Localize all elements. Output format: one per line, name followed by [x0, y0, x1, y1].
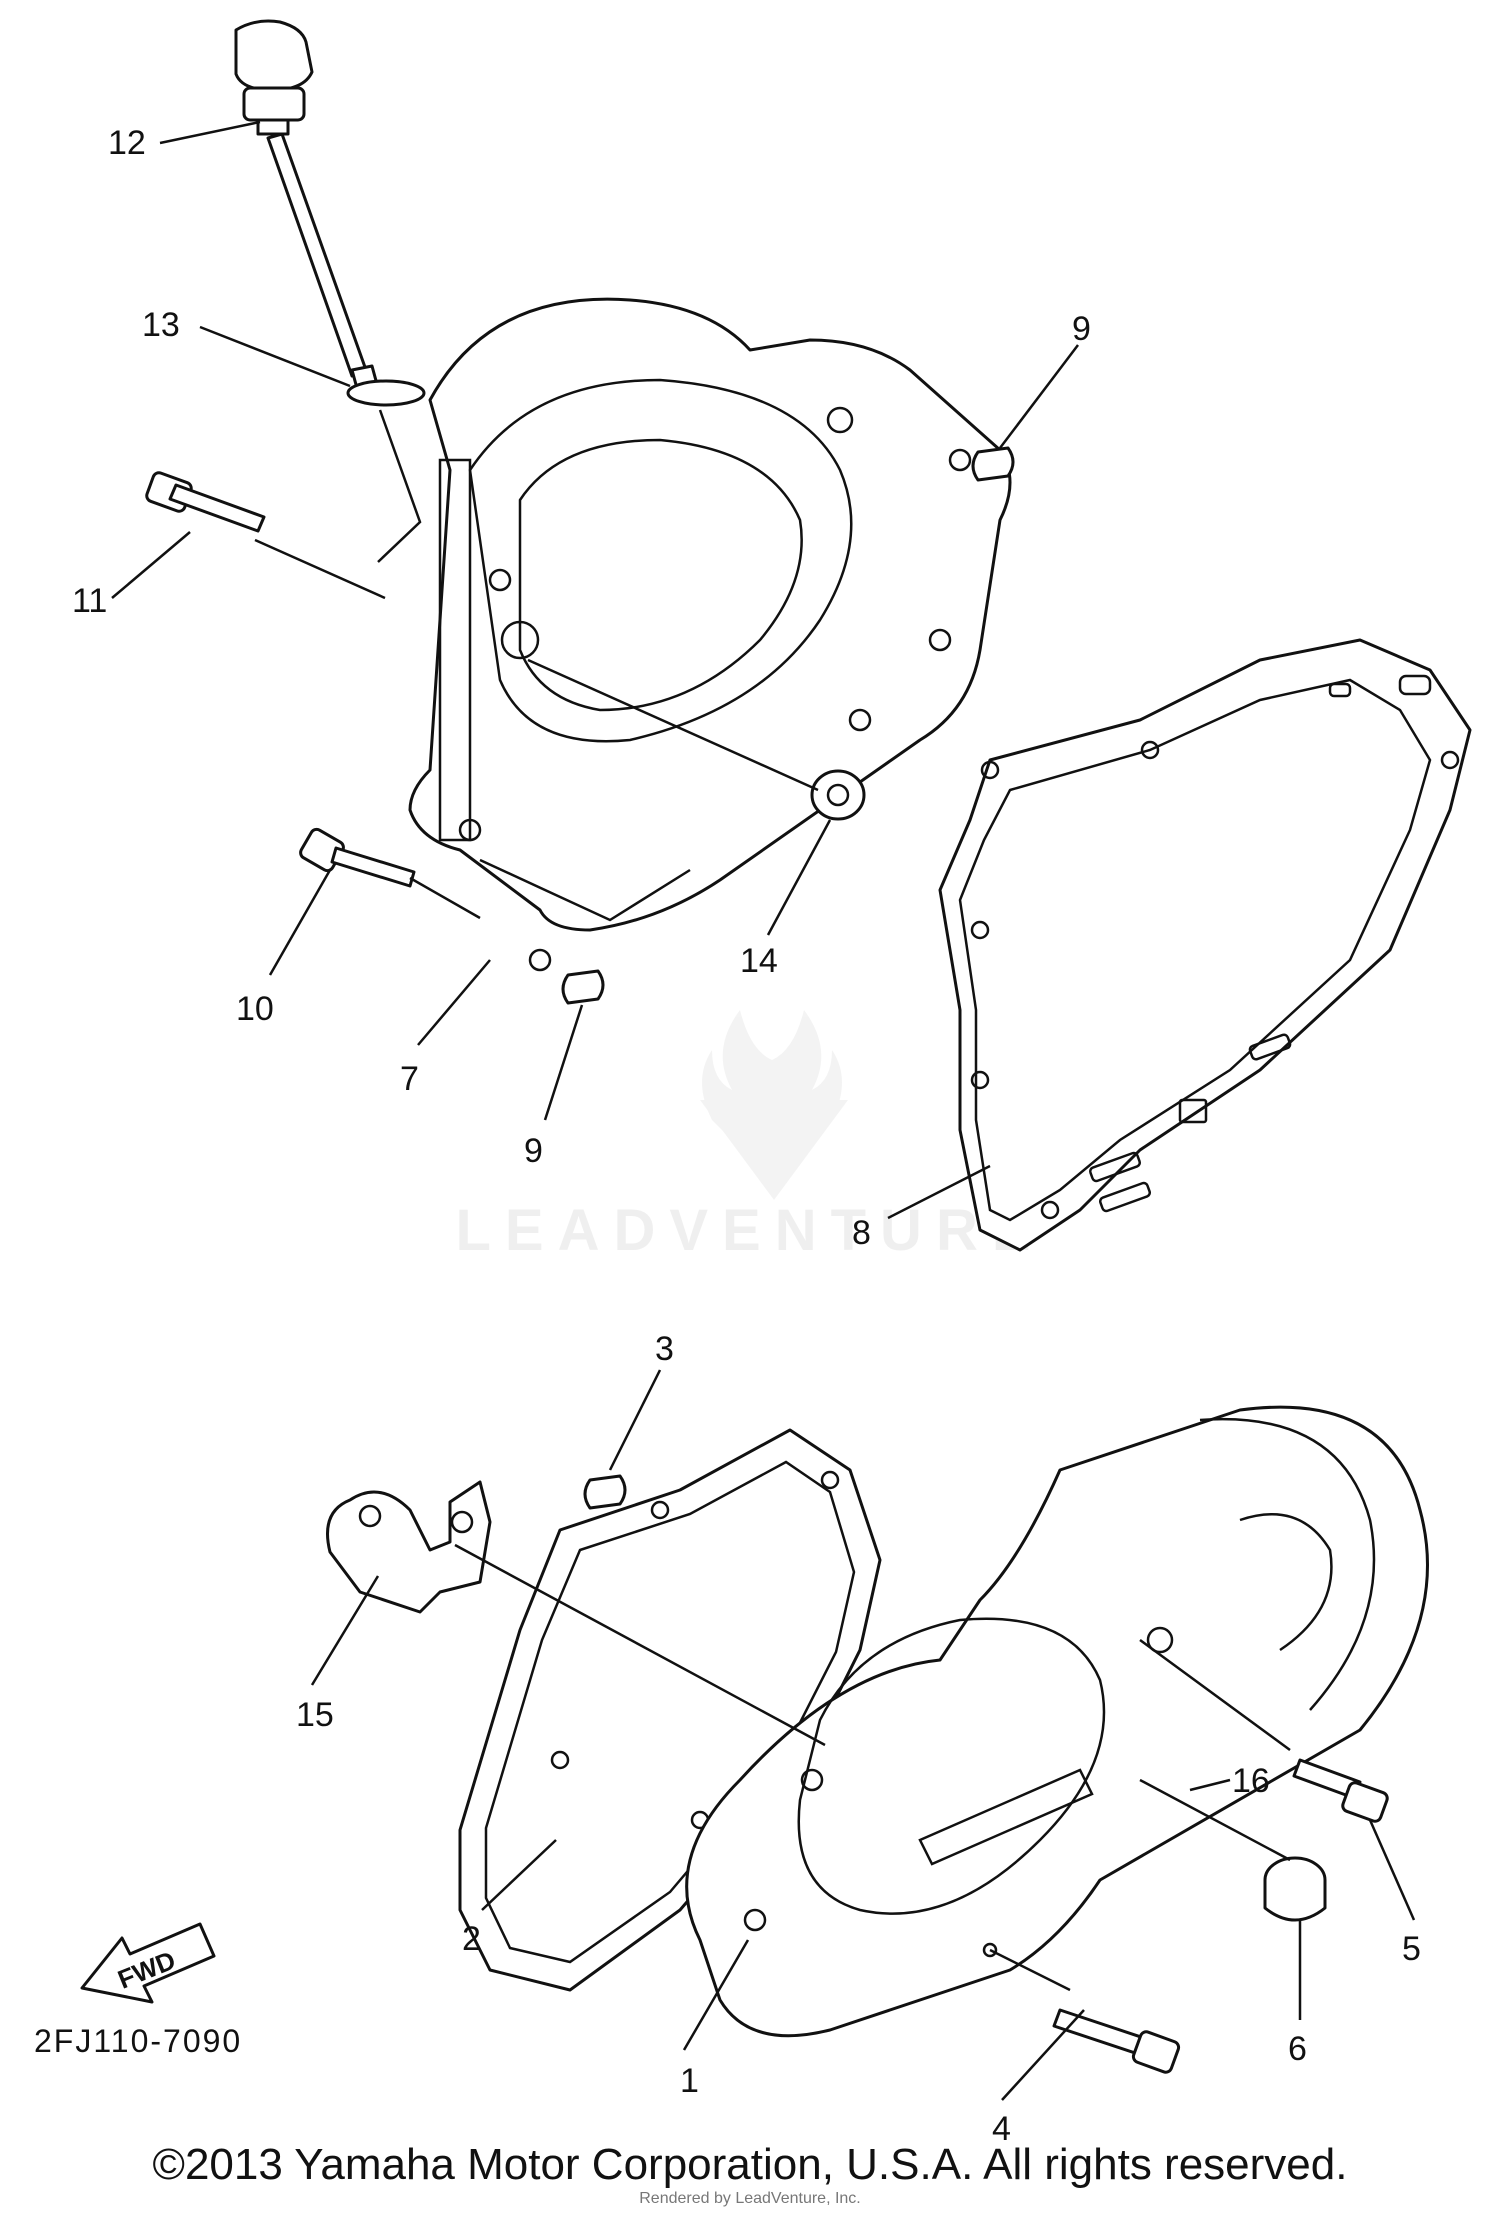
callout-3: 3 [655, 1330, 674, 1368]
gasket-part-2 [458, 1428, 882, 1992]
dowel-pin-part-3 [583, 1474, 627, 1510]
callout-14: 14 [740, 942, 778, 980]
callout-9-upper: 9 [1072, 310, 1091, 348]
bolt-part-5 [1292, 1758, 1389, 1823]
callout-11: 11 [72, 582, 107, 620]
callout-1: 1 [680, 2062, 699, 2100]
diagram-code: 2FJ110-7090 [34, 2023, 242, 2059]
oil-seal-part-14 [810, 769, 866, 821]
rendered-by-notice: Rendered by LeadVenture, Inc. [639, 2190, 861, 2207]
callout-5: 5 [1402, 1930, 1421, 1968]
callout-12: 12 [108, 124, 146, 162]
callout-labels: 12 13 11 9 14 10 7 9 8 3 15 16 2 5 6 1 4 [72, 124, 1421, 2148]
crankcase-cover-part-7 [408, 297, 1012, 972]
callout-10: 10 [236, 990, 274, 1028]
callout-2: 2 [462, 1920, 481, 1958]
o-ring-part-13 [346, 379, 426, 407]
bolt-part-10 [299, 827, 416, 888]
cap-part-6 [1263, 1856, 1327, 1922]
dowel-pin-part-9-lower [561, 969, 605, 1005]
leader-lines [111, 120, 1416, 2101]
leadventure-watermark: LEADVENTURE [455, 1010, 1044, 1263]
callout-6: 6 [1288, 2030, 1307, 2068]
bracket-part-15 [326, 1480, 492, 1614]
dipstick-part-12 [234, 19, 380, 394]
fwd-arrow-icon: FWD [80, 1922, 216, 2004]
callout-16: 16 [1232, 1762, 1270, 1800]
callout-15: 15 [296, 1696, 334, 1734]
dowel-pin-part-9-upper [971, 446, 1015, 482]
bolt-part-11 [145, 471, 266, 533]
cover-part-1 [685, 1405, 1429, 2038]
copyright-notice: ©2013 Yamaha Motor Corporation, U.S.A. A… [152, 2140, 1348, 2189]
callout-8: 8 [852, 1214, 871, 1252]
assembly-guide-lines [254, 409, 1291, 1992]
callout-7: 7 [400, 1060, 419, 1098]
bolt-part-4 [1052, 2008, 1181, 2074]
callout-9-lower: 9 [524, 1132, 543, 1170]
callout-13: 13 [142, 306, 180, 344]
gasket-part-8 [938, 638, 1472, 1252]
callout-4: 4 [992, 2110, 1011, 2148]
watermark-text: LEADVENTURE [455, 1198, 1044, 1263]
